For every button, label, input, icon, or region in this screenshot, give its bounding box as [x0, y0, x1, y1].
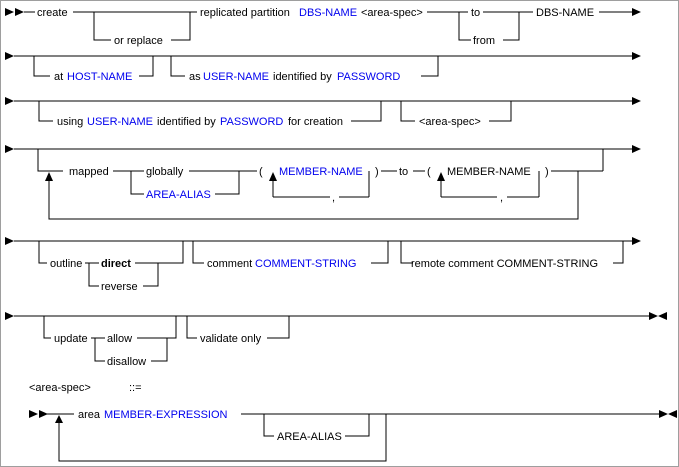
row7-area-spec-definition-header: <area-spec> ::= [29, 382, 142, 394]
start-arrow-icon [39, 410, 48, 418]
dbs-name-link[interactable]: DBS-NAME [299, 7, 357, 19]
host-name-link[interactable]: HOST-NAME [67, 71, 132, 83]
row5-outline-comment-clause: outline direct reverse comment COMMENT-S… [5, 237, 641, 293]
comment-string-link[interactable]: COMMENT-STRING [255, 258, 356, 270]
kw-identified-by: identified by [157, 116, 216, 128]
close-paren: ) [545, 166, 549, 178]
start-arrow-icon [5, 97, 14, 105]
row8-area-spec-body: area MEMBER-EXPRESSION AREA-ALIAS [29, 409, 677, 462]
row6-lines [14, 315, 649, 362]
close-paren: ) [375, 166, 379, 178]
member-name-param: MEMBER-NAME [447, 166, 531, 178]
kw-update: update [54, 333, 88, 345]
loop-repeat-arrow-icon [55, 415, 63, 423]
kw-create: create [37, 7, 68, 19]
open-paren: ( [259, 166, 263, 178]
kw-direct-default: direct [101, 258, 131, 270]
continue-arrow-icon [632, 237, 641, 245]
row4-mapped-clause: mapped globally AREA-ALIAS ( MEMBER-NAME… [5, 145, 641, 220]
member-expression-link[interactable]: MEMBER-EXPRESSION [104, 409, 228, 421]
list-comma: , [332, 192, 335, 204]
row2-host-user-clause: at HOST-NAME as USER-NAME identified by … [5, 52, 641, 83]
row1-lines [24, 11, 632, 41]
user-name-link[interactable]: USER-NAME [87, 116, 153, 128]
list-comma: , [500, 192, 503, 204]
kw-at: at [54, 71, 63, 83]
kw-globally: globally [146, 166, 184, 178]
statement-end-icon [658, 312, 667, 320]
area-spec-ref: <area-spec> [361, 7, 423, 19]
kw-reverse: reverse [101, 281, 138, 293]
continue-arrow-icon [632, 97, 641, 105]
kw-identified-by: identified by [273, 71, 332, 83]
kw-allow: allow [107, 333, 132, 345]
area-spec-term: <area-spec> [29, 382, 91, 394]
row3-using-clause: using USER-NAME identified by PASSWORD f… [5, 97, 641, 128]
kw-area: area [78, 409, 101, 421]
start-arrow-icon [5, 237, 14, 245]
area-alias-link[interactable]: AREA-ALIAS [146, 189, 211, 201]
row8-lines [46, 413, 659, 462]
start-arrow-icon [29, 410, 38, 418]
row2-lines [14, 55, 632, 77]
kw-from: from [473, 35, 495, 47]
kw-replicated-partition: replicated partition [200, 7, 290, 19]
password-link[interactable]: PASSWORD [220, 116, 283, 128]
kw-mapped: mapped [69, 166, 109, 178]
kw-using: using [57, 116, 83, 128]
continue-arrow-icon [632, 52, 641, 60]
row6-update-clause: update allow disallow validate only [5, 312, 667, 368]
kw-comment: comment [207, 258, 252, 270]
start-arrow-icon [15, 8, 24, 16]
continue-arrow-icon [632, 145, 641, 153]
kw-remote-comment: remote comment COMMENT-STRING [411, 258, 598, 270]
kw-validate-only: validate only [200, 333, 262, 345]
statement-end-icon [659, 410, 668, 418]
row4-lines [14, 148, 632, 220]
kw-for-creation: for creation [288, 116, 343, 128]
password-link[interactable]: PASSWORD [337, 71, 400, 83]
start-arrow-icon [5, 8, 14, 16]
open-paren: ( [427, 166, 431, 178]
defined-as-symbol: ::= [129, 382, 142, 394]
start-arrow-icon [5, 52, 14, 60]
row1-create-clause: create or replace replicated partition D… [5, 7, 641, 47]
member-name-link[interactable]: MEMBER-NAME [279, 166, 363, 178]
area-spec-ref: <area-spec> [419, 116, 481, 128]
user-name-link[interactable]: USER-NAME [203, 71, 269, 83]
loop-repeat-arrow-icon [45, 172, 53, 181]
dbs-name-param: DBS-NAME [536, 7, 594, 19]
kw-or-replace: or replace [114, 35, 163, 47]
kw-to: to [399, 166, 408, 178]
kw-outline: outline [50, 258, 82, 270]
row5-lines [14, 240, 632, 287]
kw-to: to [471, 7, 480, 19]
statement-end-icon [668, 410, 677, 418]
loop-repeat-arrow-icon [437, 172, 445, 181]
row3-lines [14, 100, 632, 122]
kw-as: as [189, 71, 201, 83]
statement-end-icon [649, 312, 658, 320]
area-alias-param: AREA-ALIAS [277, 431, 342, 443]
kw-disallow: disallow [107, 356, 146, 368]
start-arrow-icon [5, 312, 14, 320]
start-arrow-icon [5, 145, 14, 153]
loop-repeat-arrow-icon [269, 172, 277, 181]
continue-arrow-icon [632, 8, 641, 16]
